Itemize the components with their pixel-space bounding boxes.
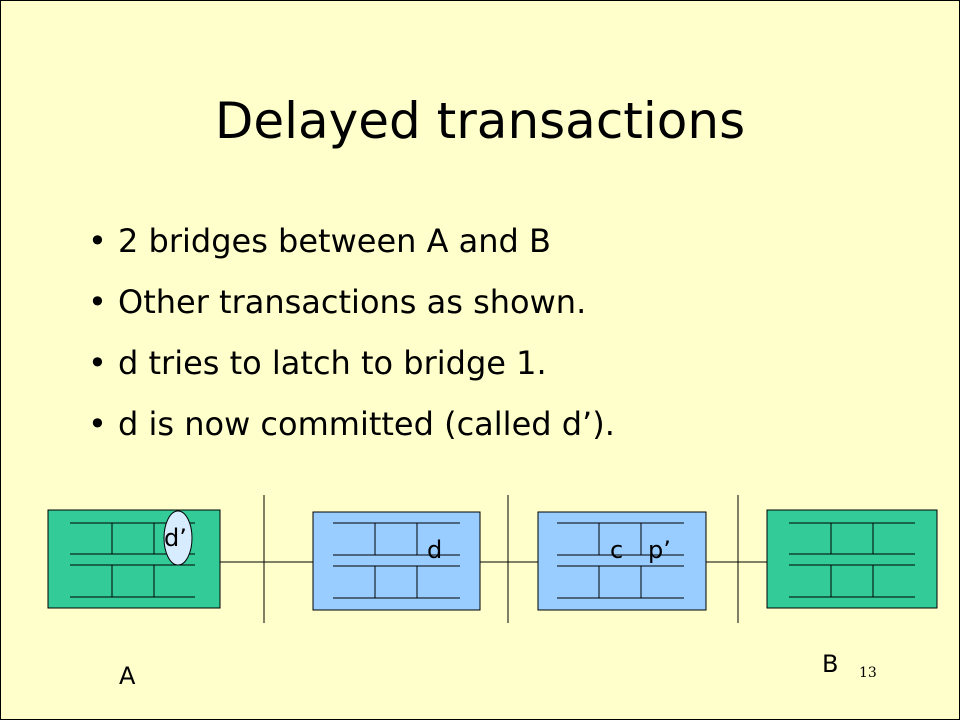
endpoint-a-label: A bbox=[119, 662, 136, 690]
bullet-item: • 2 bridges between A and B bbox=[88, 218, 615, 279]
bridge-2-box bbox=[537, 511, 707, 611]
token-d: d bbox=[427, 536, 443, 564]
bullet-item: • d is now committed (called d’). bbox=[88, 401, 615, 462]
bullet-item: • Other transactions as shown. bbox=[88, 279, 615, 340]
bullet-dot: • bbox=[88, 222, 107, 260]
bullet-dot: • bbox=[88, 405, 107, 443]
committed-token-oval bbox=[163, 510, 193, 566]
endpoint-b-box bbox=[766, 509, 938, 609]
token-c: c bbox=[610, 536, 624, 564]
bullet-text: 2 bridges between A and B bbox=[118, 222, 551, 260]
endpoint-b-label: B bbox=[822, 650, 839, 678]
slide-title: Delayed transactions bbox=[214, 92, 746, 150]
bullet-dot: • bbox=[88, 283, 107, 321]
bullet-list: • 2 bridges between A and B • Other transa… bbox=[88, 218, 615, 462]
bullet-text: d is now committed (called d’). bbox=[118, 405, 615, 443]
endpoint-a-box bbox=[47, 509, 221, 609]
page-number: 13 bbox=[859, 665, 877, 681]
token-d-committed: d’ bbox=[164, 524, 187, 552]
token-p-committed: p’ bbox=[648, 536, 671, 564]
bridge-1-box bbox=[312, 511, 481, 611]
bullet-dot: • bbox=[88, 344, 107, 382]
bullet-item: • d tries to latch to bridge 1. bbox=[88, 340, 615, 401]
bullet-text: Other transactions as shown. bbox=[118, 283, 587, 321]
bullet-text: d tries to latch to bridge 1. bbox=[118, 344, 547, 382]
